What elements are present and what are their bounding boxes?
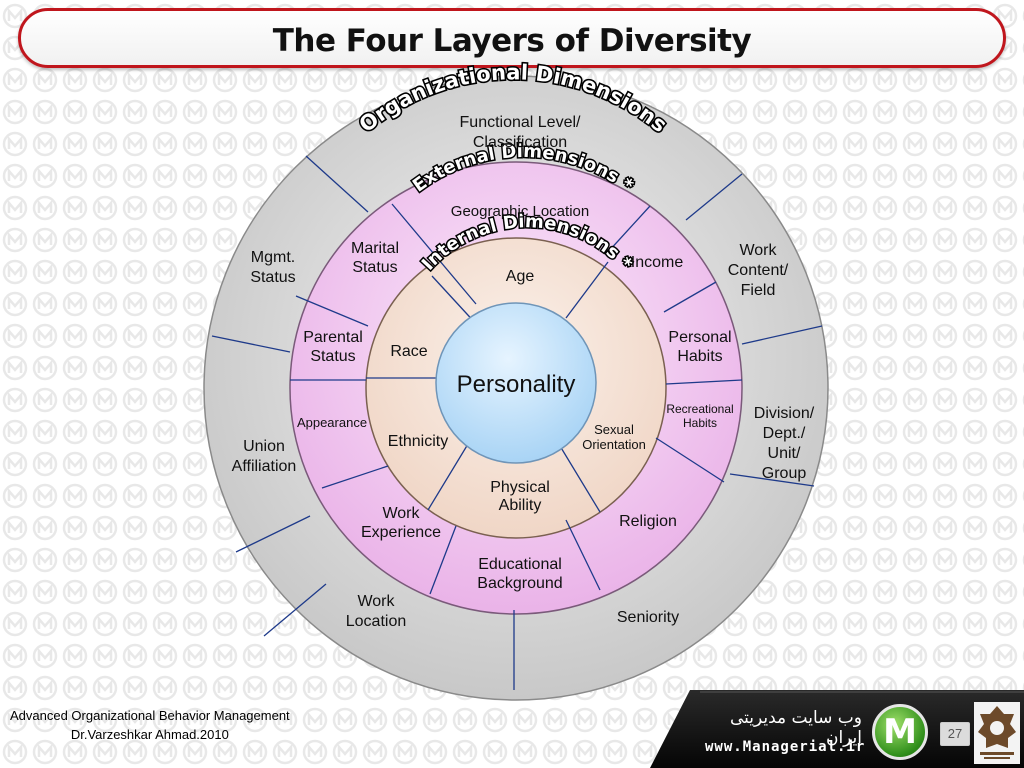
course-name: Advanced Organizational Behavior Managem… xyxy=(10,708,290,723)
label-line: Sexual xyxy=(594,422,634,437)
ext-item-religion: Religion xyxy=(619,513,677,530)
label-line: Union xyxy=(243,438,285,455)
center-label: Personality xyxy=(457,371,576,398)
label-line: Marital xyxy=(351,240,399,257)
label-line: Status xyxy=(352,259,397,276)
label-line: Work xyxy=(739,242,777,259)
label-line: Work xyxy=(382,505,420,522)
page-number: 27 xyxy=(940,722,970,746)
ext-item-geographic-location: Geographic Location xyxy=(451,203,589,220)
label-line: Parental xyxy=(303,329,363,346)
ext-item-income: Income xyxy=(631,254,684,271)
label-line: Age xyxy=(506,268,535,285)
label-line: Status xyxy=(310,348,355,365)
page-title: The Four Layers of Diversity xyxy=(272,23,752,59)
label-line: Habits xyxy=(677,348,722,365)
label-line: Status xyxy=(250,269,295,286)
label-line: Classification xyxy=(473,134,567,151)
external-dividers xyxy=(290,203,743,595)
label-line: Religion xyxy=(619,513,677,530)
label-line: Orientation xyxy=(582,437,646,452)
label-line: Division/ xyxy=(754,405,815,422)
label-line: Experience xyxy=(361,524,441,541)
label-line: Educational xyxy=(478,556,562,573)
label-line: Geographic Location xyxy=(451,203,589,220)
label-line: Functional Level/ xyxy=(460,114,582,131)
label-line: Location xyxy=(346,613,407,630)
org-item-seniority: Seniority xyxy=(617,609,679,626)
org-item-mgmt-status: Mgmt. Status xyxy=(250,249,295,286)
author-name: Dr.Varzeshkar Ahmad.2010 xyxy=(70,727,229,742)
label-line: Ethnicity xyxy=(388,433,448,450)
university-emblem-icon xyxy=(974,702,1020,764)
int-item-race: Race xyxy=(390,343,427,360)
label-line: Habits xyxy=(683,416,717,430)
label-line: Mgmt. xyxy=(251,249,295,266)
footer-credits: Advanced Organizational Behavior Managem… xyxy=(10,706,290,744)
label-line: Ability xyxy=(499,497,542,514)
label-line: Field xyxy=(741,282,776,299)
ext-item-appearance: Appearance xyxy=(297,415,367,430)
label-line: Group xyxy=(762,465,807,482)
label-line: Race xyxy=(390,343,427,360)
managerial-logo: M xyxy=(872,704,928,760)
personality-center xyxy=(435,302,597,464)
label-line: Physical xyxy=(490,479,550,496)
label-line: Income xyxy=(631,254,684,271)
int-item-ethnicity: Ethnicity xyxy=(388,433,448,450)
site-url[interactable]: www.Managerial.ir xyxy=(705,739,866,755)
int-item-age: Age xyxy=(506,268,535,285)
label-line: Recreational xyxy=(666,402,733,416)
label-line: Seniority xyxy=(617,609,679,626)
label-line: Affiliation xyxy=(232,458,297,475)
label-line: Unit/ xyxy=(768,445,801,462)
label-line: Background xyxy=(477,575,562,592)
organizational-dividers xyxy=(211,155,823,690)
label-line: Dept./ xyxy=(763,425,806,442)
org-item-functional-level: Functional Level/Classification xyxy=(460,114,582,151)
org-item-division: Division/Dept./ Unit/Group xyxy=(754,405,815,482)
persian-site-title: وب سایت مدیریتی ایران xyxy=(729,708,862,748)
internal-dividers xyxy=(366,261,609,513)
footer-bar xyxy=(650,690,1024,768)
label-line: Appearance xyxy=(297,415,367,430)
label-line: Personal xyxy=(668,329,731,346)
label-line: Work xyxy=(357,593,395,610)
title-banner: The Four Layers of Diversity xyxy=(18,8,1006,68)
label-line: Content/ xyxy=(728,262,789,279)
